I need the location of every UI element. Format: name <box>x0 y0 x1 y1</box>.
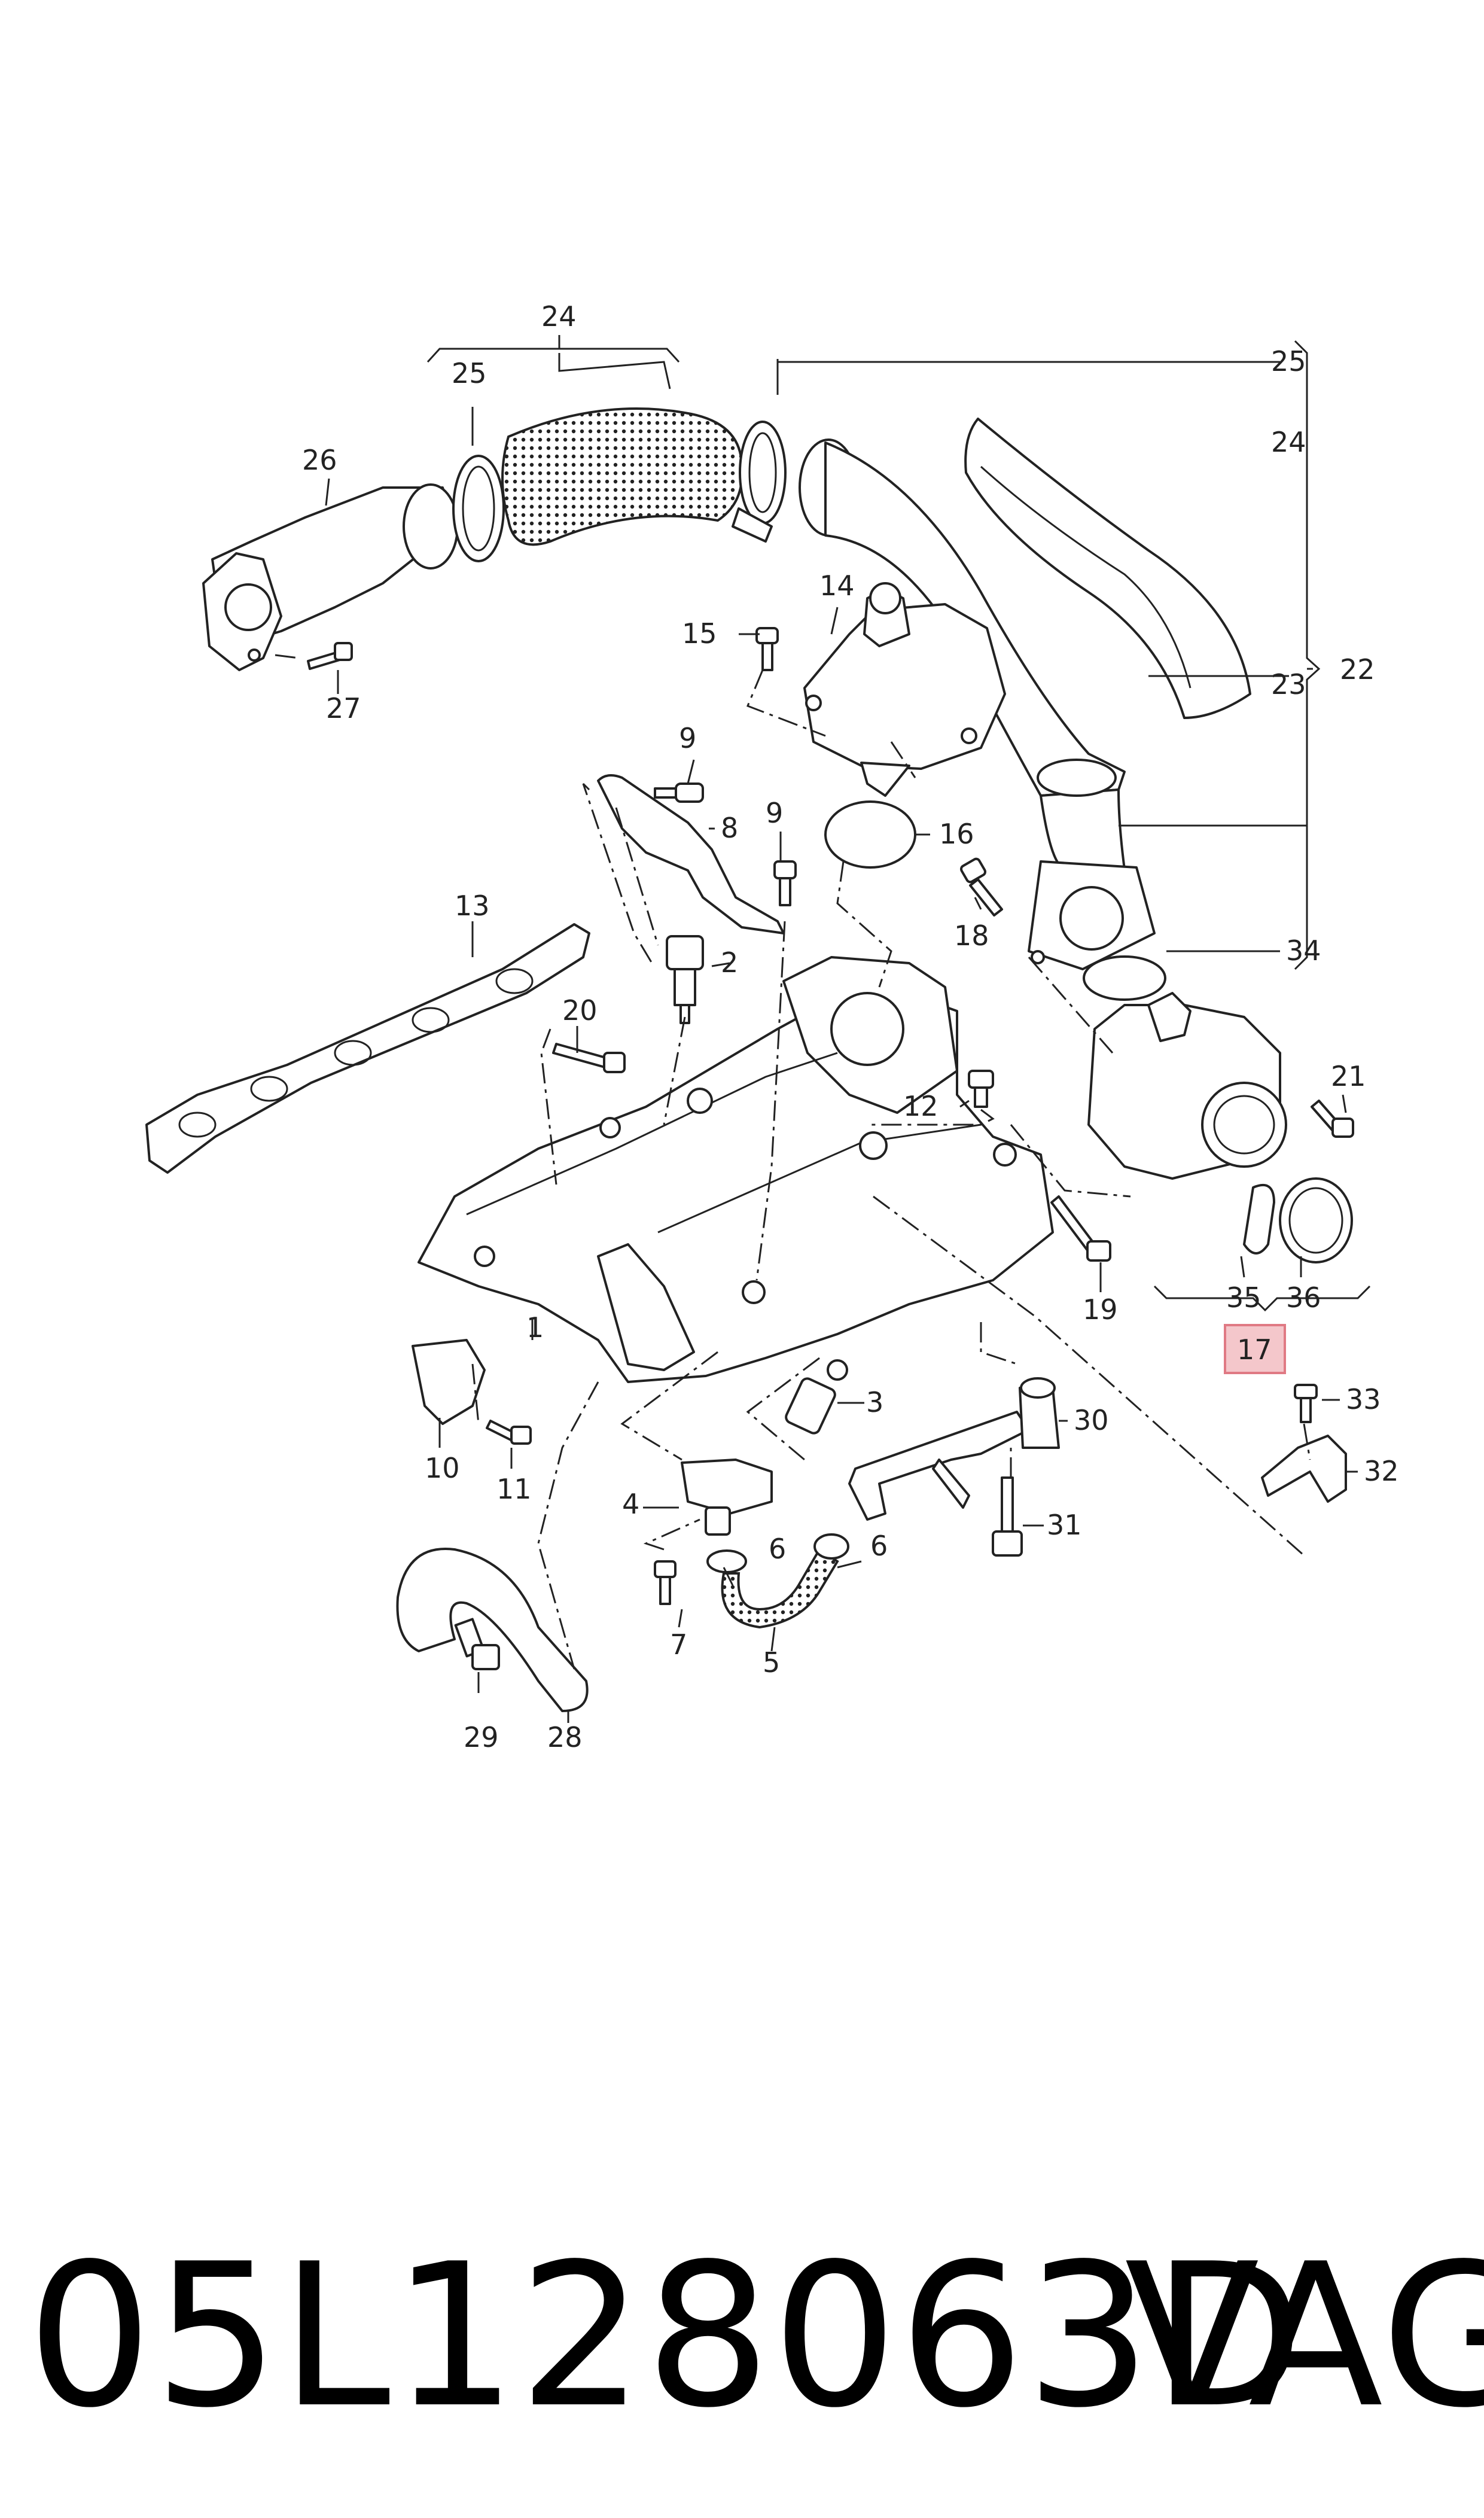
callout-6-left: 6 <box>769 1533 786 1565</box>
callout-15: 15 <box>682 617 717 650</box>
bolt-12-part <box>968 1070 994 1108</box>
callout-17: 17 <box>1237 1333 1272 1366</box>
group-bracket-22-right <box>1294 340 1321 970</box>
pipe-flange-part <box>1028 860 1156 970</box>
leader-lines <box>325 353 1358 1723</box>
bracket-8-part <box>597 774 785 934</box>
assembly-lines <box>275 654 1311 1670</box>
callout-14: 14 <box>819 570 855 602</box>
egr-actuator-part <box>803 582 1006 797</box>
hose-clamp-right-part <box>732 421 787 543</box>
o-ring-36-part <box>1279 1177 1353 1263</box>
callout-29: 29 <box>464 1721 499 1753</box>
bolt-29-part <box>454 1618 500 1670</box>
bolt-27-part <box>307 642 353 670</box>
bolt-19-part <box>1050 1195 1111 1262</box>
o-ring-34-part <box>1083 955 1166 1001</box>
brand-name: VAG <box>1125 2221 1484 2451</box>
callout-31: 31 <box>1047 1509 1082 1541</box>
group-bracket-17-bottom <box>1153 1285 1371 1312</box>
gasket-35-part <box>1243 1184 1275 1255</box>
bolt-11-part <box>486 1420 532 1445</box>
callout-19: 19 <box>1083 1293 1118 1326</box>
bolt-18-part <box>959 857 1003 917</box>
mesh-hose-part <box>501 407 743 546</box>
callout-7: 7 <box>670 1628 687 1661</box>
callout-10: 10 <box>425 1452 460 1484</box>
gasket-ports <box>178 968 534 1138</box>
bolt-9-lower-part <box>773 860 797 906</box>
callout-33: 33 <box>1346 1383 1381 1415</box>
callout-8: 8 <box>721 812 738 844</box>
charge-air-hose-part <box>964 418 1251 719</box>
callout-24-top: 24 <box>541 300 577 333</box>
sensor-2-part <box>666 935 704 1024</box>
sender-3-part <box>785 1359 848 1435</box>
callout-22: 22 <box>1340 653 1375 686</box>
callout-25-right: 25 <box>1271 345 1306 377</box>
part-number: 05L128063D <box>27 2221 1306 2451</box>
callout-32: 32 <box>1364 1455 1399 1487</box>
callout-9-upper: 9 <box>679 722 696 754</box>
callout-20: 20 <box>562 994 598 1027</box>
callout-21: 21 <box>1331 1060 1366 1092</box>
callout-27: 27 <box>326 692 361 724</box>
lever-32-part <box>1261 1435 1347 1503</box>
callout-26: 26 <box>302 444 337 476</box>
gasket-16-part <box>824 800 916 869</box>
intake-manifold-part <box>418 956 1054 1383</box>
callout-36: 36 <box>1286 1281 1321 1314</box>
callout-4: 4 <box>622 1488 639 1520</box>
sensor-4-part <box>681 1459 773 1536</box>
bracket-28-part <box>396 1548 589 1712</box>
bolt-7-part <box>654 1560 677 1605</box>
callout-11: 11 <box>496 1473 532 1505</box>
hose-clamp-left-part <box>452 455 505 562</box>
bolt-33-part <box>1294 1384 1318 1423</box>
group-bracket-24-top <box>426 335 680 363</box>
bolt-20-part <box>552 1043 626 1073</box>
callout-18: 18 <box>954 919 989 952</box>
bolt-15-part <box>755 627 779 671</box>
turbo-outlet-pipe-part <box>202 483 459 671</box>
callout-labels: 1 2 3 4 5 6 6 7 8 9 9 10 11 12 13 14 15 … <box>302 300 1399 1753</box>
callout-23: 23 <box>1271 668 1306 701</box>
callout-1: 1 <box>526 1311 544 1344</box>
callout-35: 35 <box>1226 1281 1261 1314</box>
bolt-9-upper-part <box>654 783 704 803</box>
bolt-31-part <box>992 1476 1023 1557</box>
callout-9-lower: 9 <box>766 797 783 829</box>
callout-17-highlight <box>1224 1324 1286 1374</box>
o-ring-36-inner <box>1288 1187 1343 1254</box>
callout-30: 30 <box>1074 1404 1109 1436</box>
callout-25-left: 25 <box>452 357 487 389</box>
callout-2: 2 <box>721 946 738 979</box>
bolt-21-part <box>1311 1100 1354 1138</box>
callout-28: 28 <box>547 1721 583 1753</box>
throttle-body-part <box>1087 992 1287 1180</box>
callout-5: 5 <box>763 1646 780 1679</box>
lever-30-part <box>848 1377 1060 1521</box>
hose-5-part <box>721 1548 839 1629</box>
hose-clamp-6-right-part <box>813 1533 849 1560</box>
manifold-gasket-part <box>145 923 590 1174</box>
bracket-10-part <box>412 1339 486 1425</box>
callout-13: 13 <box>455 890 490 922</box>
callout-3: 3 <box>866 1386 883 1418</box>
callout-24-right: 24 <box>1271 426 1306 458</box>
callout-34: 34 <box>1286 934 1321 967</box>
callout-16: 16 <box>939 818 974 850</box>
callout-6-right: 6 <box>870 1530 888 1562</box>
hose-clamp-6-left-part <box>706 1549 747 1573</box>
callout-12: 12 <box>903 1090 938 1122</box>
